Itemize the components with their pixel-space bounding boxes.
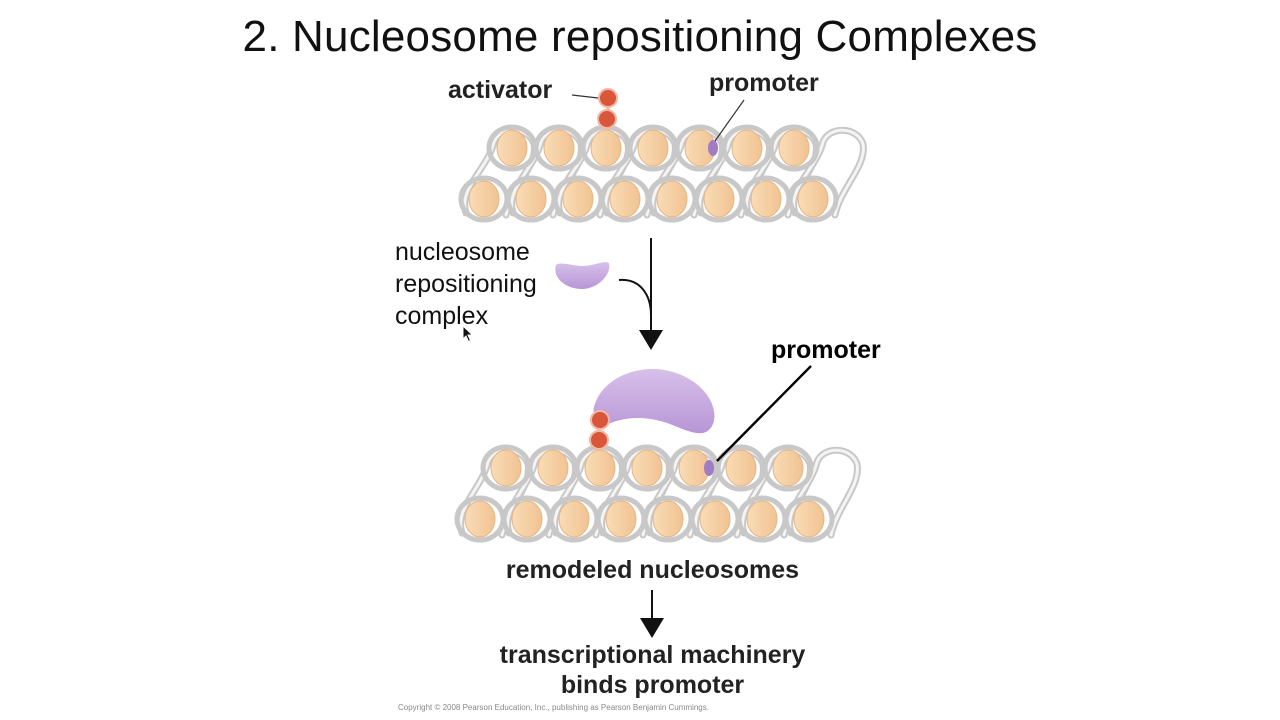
nucleosome-repositioning-complex-label: nucleosome repositioning complex bbox=[395, 236, 565, 332]
nucleosome bbox=[793, 500, 825, 538]
promoter-bottom-leader-line bbox=[716, 365, 812, 462]
dna-wrap bbox=[787, 175, 839, 223]
nucleosome bbox=[637, 129, 669, 167]
machinery-label-line-1: transcriptional machinery bbox=[499, 641, 806, 669]
nucleosome bbox=[511, 500, 543, 538]
dna-wrap bbox=[762, 444, 814, 492]
dna-wrap bbox=[783, 495, 835, 543]
activator-bottom bbox=[589, 410, 610, 451]
promoter-bottom-label: promoter bbox=[771, 336, 881, 364]
nucleosome bbox=[468, 180, 500, 218]
nucleosome bbox=[772, 449, 804, 487]
nucleosome bbox=[725, 449, 757, 487]
nucleosome bbox=[496, 129, 528, 167]
chromatin-fiber-top bbox=[458, 124, 867, 223]
nucleosome bbox=[543, 129, 575, 167]
nucleosome bbox=[652, 500, 684, 538]
mouse-cursor-icon bbox=[462, 325, 474, 343]
nucleosome bbox=[731, 129, 763, 167]
dna-wrap bbox=[768, 124, 820, 172]
transcriptional-machinery-label: transcriptional machinery binds promoter bbox=[0, 640, 1280, 700]
nucleosome bbox=[537, 449, 569, 487]
nucleosome bbox=[746, 500, 778, 538]
nucleosome bbox=[464, 500, 496, 538]
complex-label-line-3: complex bbox=[395, 302, 489, 330]
activator-leader-line bbox=[571, 94, 599, 99]
promoter-top-label: promoter bbox=[709, 69, 819, 97]
nucleosome bbox=[699, 500, 731, 538]
slide-title: 2. Nucleosome repositioning Complexes bbox=[242, 12, 1038, 61]
promoter-top-leader-line bbox=[714, 99, 745, 142]
nucleosome bbox=[631, 449, 663, 487]
nucleosome bbox=[590, 129, 622, 167]
machinery-label-line-2: binds promoter bbox=[560, 671, 745, 699]
nucleosome bbox=[703, 180, 735, 218]
nucleosome bbox=[778, 129, 810, 167]
nucleosome bbox=[609, 180, 641, 218]
nucleosome bbox=[490, 449, 522, 487]
activator-top bbox=[597, 88, 618, 129]
remodeled-nucleosomes-label: remodeled nucleosomes bbox=[505, 556, 800, 584]
nucleosome bbox=[562, 180, 594, 218]
repositioning-complex-small bbox=[555, 262, 610, 289]
nucleosome bbox=[605, 500, 637, 538]
repositioning-complex-bound bbox=[593, 368, 715, 434]
nucleosome bbox=[558, 500, 590, 538]
activator-label: activator bbox=[448, 76, 553, 104]
nucleosome bbox=[515, 180, 547, 218]
promoter-top-marker bbox=[708, 140, 718, 156]
complex-label-line-1: nucleosome bbox=[395, 238, 530, 266]
nucleosome bbox=[797, 180, 829, 218]
copyright-notice: Copyright © 2008 Pearson Education, Inc.… bbox=[398, 703, 709, 712]
chromatin-fiber-bottom bbox=[454, 444, 861, 543]
complex-joining-arrow bbox=[618, 278, 652, 316]
nucleosome bbox=[584, 449, 616, 487]
complex-label-line-2: repositioning bbox=[395, 270, 537, 298]
promoter-bottom-marker bbox=[704, 460, 714, 476]
nucleosome bbox=[750, 180, 782, 218]
nucleosome bbox=[656, 180, 688, 218]
